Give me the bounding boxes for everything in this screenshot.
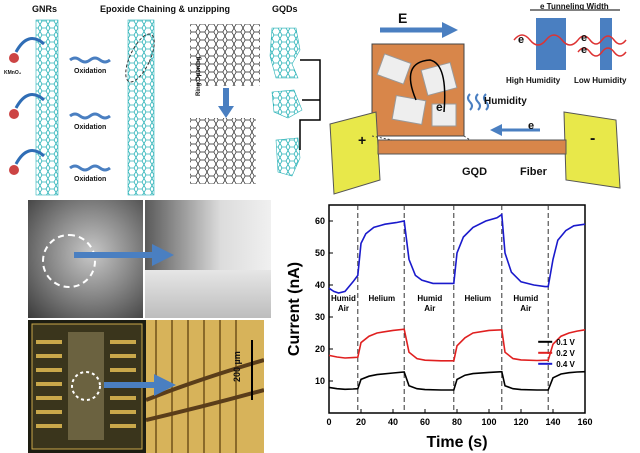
y-tick-label: 10 [315,376,325,386]
negative-electrode [563,111,621,189]
gqds-label: GQDs [272,4,298,14]
humidity-label: Humidity [484,96,527,107]
epoxide-ribbon [127,19,155,196]
oxidation-label-2: Oxidation [74,124,107,131]
sample-circle [42,234,96,288]
mechanism-schematic [329,9,627,195]
gnrs-label: GNRs [32,4,58,14]
series-line [328,370,586,391]
x-tick-label: 60 [420,417,430,427]
inset-electron-label: e [436,100,443,114]
glove-photo [28,200,143,318]
positive-electrode [329,111,381,195]
photo-arrow [74,244,174,266]
scale-bar-label: 200 µm [232,351,242,382]
minus-label: - [590,130,596,147]
epoxide-label: Epoxide Chaining & unzipping [100,4,230,14]
y-tick-label: 60 [315,216,325,226]
low-humidity-label: Low Humidity [574,76,627,85]
fiber-electron-label: e [528,120,535,132]
series-line [328,213,586,294]
x-tick-label: 100 [481,417,496,427]
barrier-electron-low-1: e [581,32,588,44]
high-humidity-label: High Humidity [506,76,561,85]
region-label: Helium [464,294,491,303]
x-tick-label: 120 [513,417,528,427]
y-tick-label: 20 [315,344,325,354]
y-tick-label: 40 [315,280,325,290]
region-label: Helium [368,294,395,303]
oxidation-label-1: Oxidation [74,68,107,75]
x-tick-label: 40 [388,417,398,427]
x-tick-label: 0 [326,417,331,427]
x-axis-label: Time (s) [426,434,487,451]
kmno4-label: KMnO₄ [4,70,22,76]
x-tick-label: 160 [577,417,592,427]
fiber-bundle-photo [145,200,271,318]
x-tick-label: 20 [356,417,366,427]
gnr-ribbon [35,19,59,196]
fiber-label: Fiber [520,166,547,178]
ring-opening-label: Ring Opening [196,56,202,96]
y-tick-label: 50 [315,248,325,258]
barrier-electron-high: e [518,34,525,46]
legend-label: 0.4 V [556,360,575,369]
x-tick-label: 80 [452,417,462,427]
y-tick-label: 30 [315,312,325,322]
gqd-label: GQD [462,166,488,178]
x-tick-label: 140 [545,417,560,427]
synthesis-scheme [9,19,321,196]
series-line [328,328,586,362]
legend-label: 0.1 V [556,338,575,347]
barrier-electron-low-2: e [581,44,588,56]
legend-label: 0.2 V [556,349,575,358]
plus-label: + [358,132,367,148]
oxidation-label-3: Oxidation [74,176,107,183]
fiber [377,139,567,155]
field-label: E [398,10,408,26]
tunneling-label: e Tunneling Width [540,2,609,11]
y-axis-label: Current (nA) [286,262,303,356]
chip-arrow [104,374,176,396]
